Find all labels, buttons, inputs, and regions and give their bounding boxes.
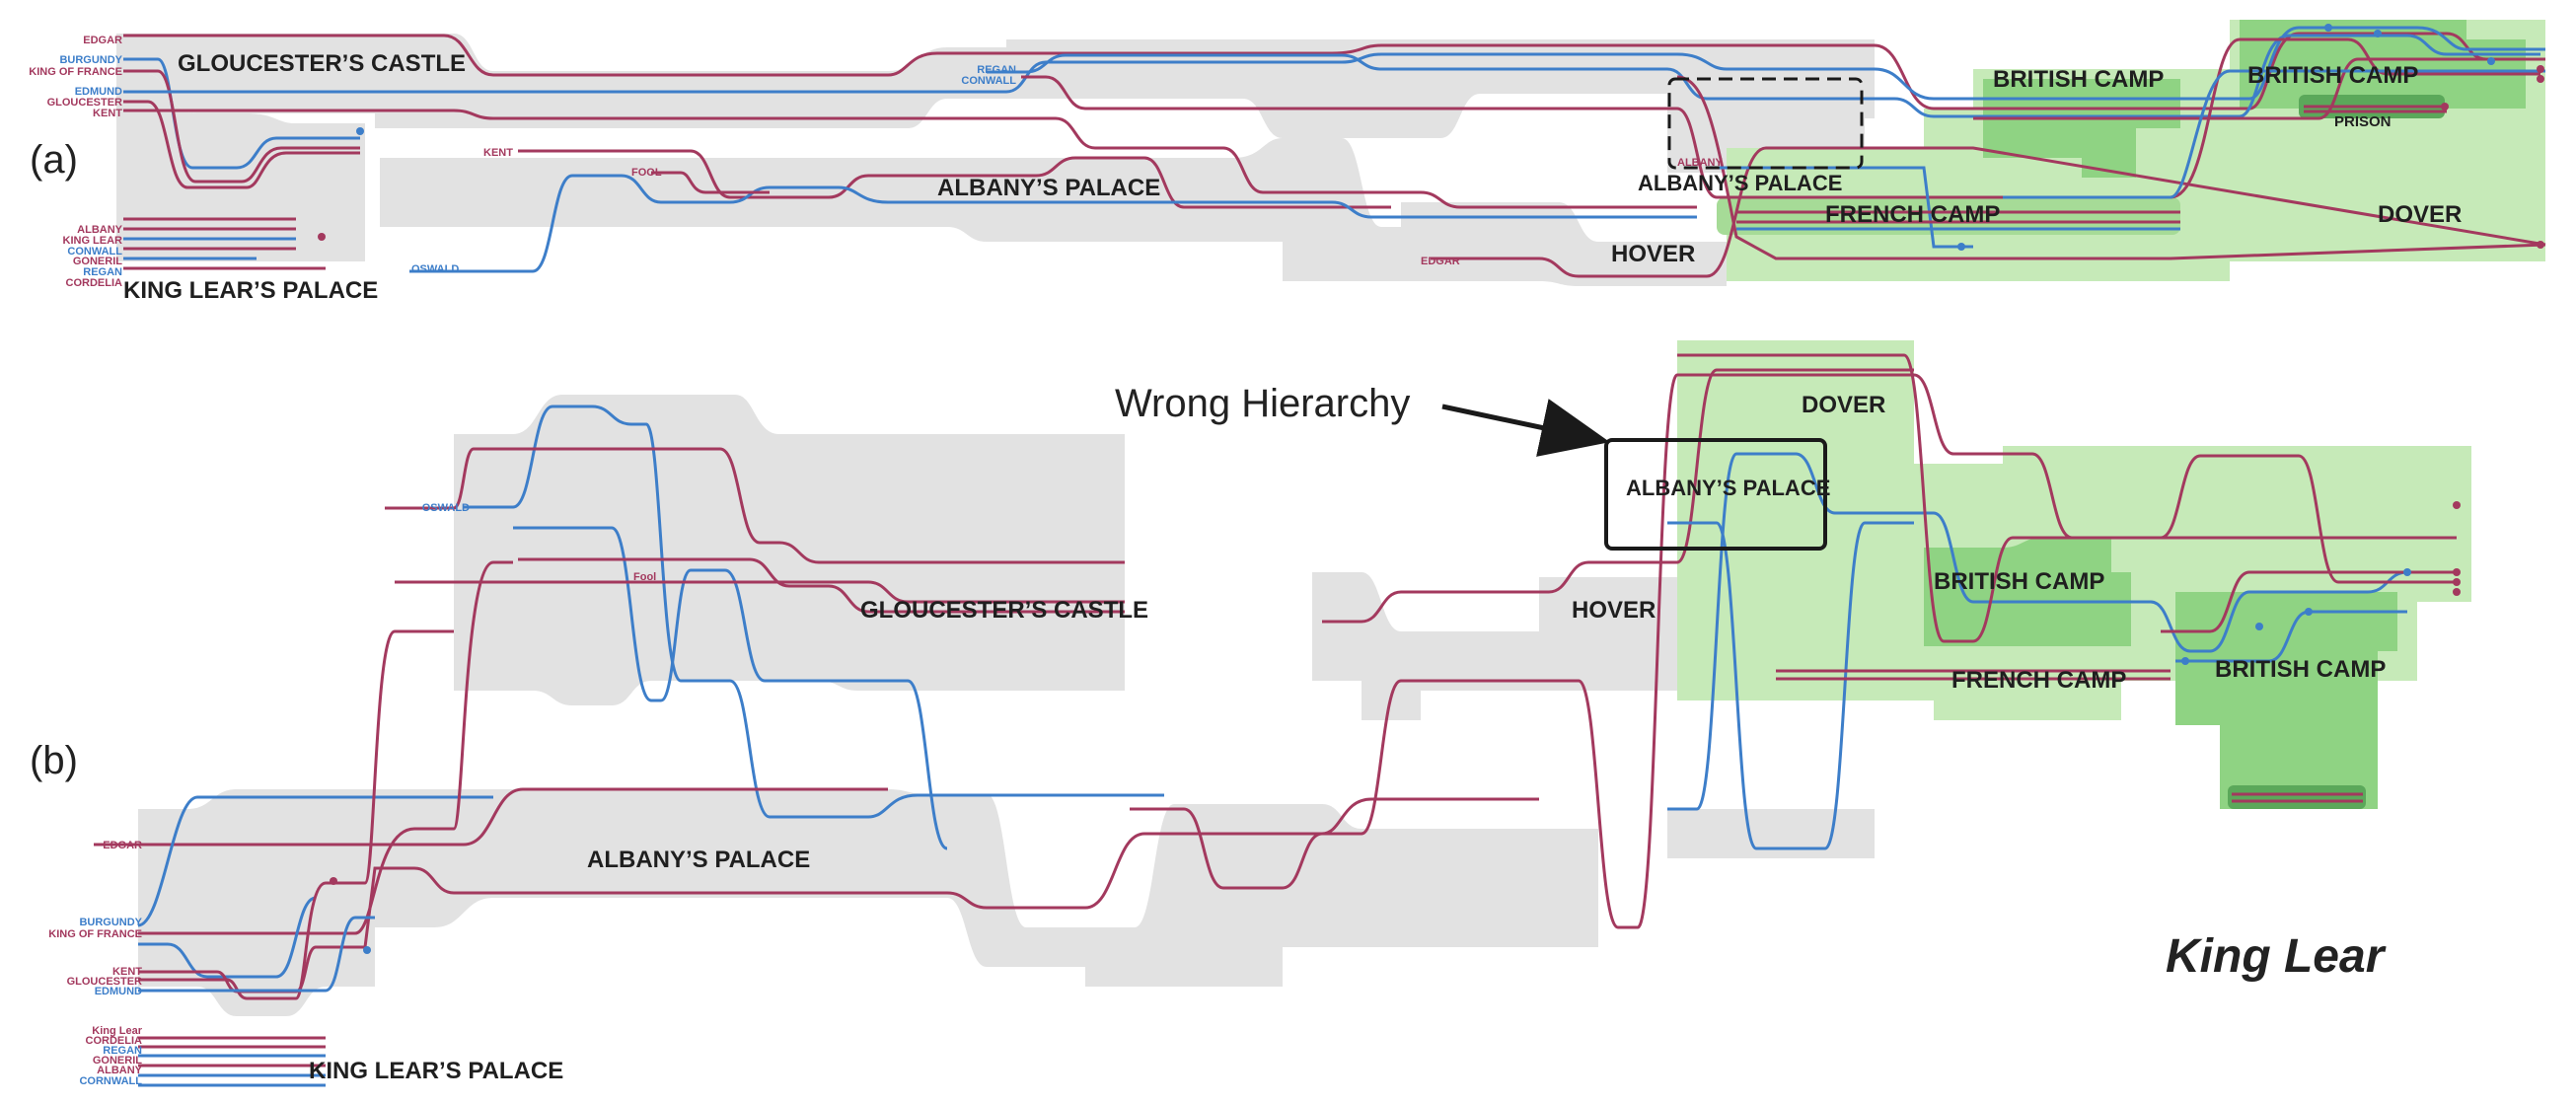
char-a-edmund: EDMUND [75, 86, 122, 98]
wrong-hierarchy-box [1604, 438, 1827, 551]
char-a-albany-mid: ALBANY [1677, 157, 1723, 169]
region-a-british2 [2240, 20, 2526, 109]
char-b-regan: REGAN [103, 1045, 142, 1057]
region-b-gloucester [454, 395, 1125, 705]
char-b-king-of-france: KING OF FRANCE [48, 928, 142, 940]
loc-b-kings-palace: KING LEAR’S PALACE [309, 1058, 563, 1084]
loc-a-gloucester: GLOUCESTER’S CASTLE [178, 50, 466, 77]
loc-b-gloucester: GLOUCESTER’S CASTLE [860, 597, 1148, 624]
char-a-albany: ALBANY [77, 224, 122, 236]
annotation-arrow [1441, 399, 1610, 457]
loc-a-british2: BRITISH CAMP [2247, 62, 2418, 89]
loc-b-albany2: ALBANY’S PALACE [1626, 476, 1830, 500]
char-b-king-lear: King Lear [92, 1025, 142, 1037]
char-a-kent: KENT [93, 108, 122, 119]
loc-b-french: FRENCH CAMP [1951, 667, 2126, 694]
loc-a-albany2: ALBANY’S PALACE [1638, 171, 1842, 195]
char-a-gloucester: GLOUCESTER [47, 97, 122, 109]
loc-a-dover: DOVER [2378, 201, 2462, 228]
loc-a-kings-palace: KING LEAR’S PALACE [123, 277, 378, 304]
loc-b-albany: ALBANY’S PALACE [587, 847, 810, 873]
region-b-hover [1312, 572, 1677, 720]
region-b-british1 [1924, 538, 2131, 646]
char-a-edgar: EDGAR [83, 35, 122, 46]
annotation-wrong-hierarchy: Wrong Hierarchy [1115, 382, 1410, 425]
char-a-king-of-france: KING OF FRANCE [29, 66, 122, 78]
loc-a-french: FRENCH CAMP [1825, 201, 2000, 228]
region-b-kings-palace [138, 888, 375, 1016]
char-a-regan: REGAN [83, 266, 122, 278]
char-a-burgundy: BURGUNDY [59, 54, 122, 66]
dashed-highlight-box [1667, 77, 1864, 170]
char-b-edmund: EDMUND [95, 986, 142, 997]
storylines-a [123, 26, 2546, 278]
endpoints-b [330, 501, 2461, 954]
loc-a-hover: HOVER [1611, 241, 1695, 267]
char-b-edgar: EDGAR [103, 840, 142, 851]
region-b-british2-inner [2228, 785, 2366, 809]
char-a-oswald-mid: OSWALD [411, 263, 459, 275]
loc-b-dover: DOVER [1802, 392, 1885, 418]
region-b-albany [138, 789, 1598, 987]
char-b-cordelia: CORDELIA [86, 1035, 143, 1047]
panel-b-label: (b) [30, 739, 78, 782]
char-a-goneril: GONERIL [73, 256, 122, 267]
char-b-burgundy: BURGUNDY [79, 917, 142, 928]
char-b-goneril: GONERIL [93, 1055, 142, 1067]
region-a-french [1717, 197, 2180, 235]
char-a-conwall-mid: CONWALL [961, 75, 1016, 87]
panel-a-label: (a) [30, 138, 78, 182]
endpoints-a [318, 24, 2544, 251]
loc-a-british1: BRITISH CAMP [1993, 66, 2164, 93]
char-b-gloucester: GLOUCESTER [67, 976, 142, 988]
storylines-b [94, 353, 2457, 1087]
panel-a: (a) GLOUCESTER’S CASTLE KING LEAR’S PALA… [29, 20, 2546, 304]
char-b-kent: KENT [112, 966, 142, 978]
char-b-cornwall: CORNWALL [79, 1075, 142, 1087]
region-a-albany [380, 138, 1401, 281]
char-a-conwall: CONWALL [67, 246, 122, 258]
char-a-cordelia: CORDELIA [66, 277, 123, 289]
char-a-king-lear: KING LEAR [63, 235, 123, 247]
region-b-albany-lower [1667, 809, 1875, 858]
region-a-gloucester [116, 34, 1875, 138]
loc-b-british2: BRITISH CAMP [2215, 656, 2386, 683]
panel-b: Wrong Hierarchy (b) GLOUCESTER’S CASTLE … [30, 340, 2471, 1087]
char-b-fool: Fool [633, 571, 656, 583]
region-a-hover [1401, 202, 1727, 286]
loc-a-prison: PRISON [2334, 113, 2392, 130]
region-a-british1 [1983, 79, 2180, 178]
char-a-regan-mid: REGAN [977, 64, 1016, 76]
char-b-oswald: OSWALD [422, 502, 470, 514]
char-b-albany: ALBANY [97, 1065, 142, 1076]
figure-title: King Lear [2166, 930, 2387, 983]
char-a-edgar-mid: EDGAR [1421, 256, 1460, 267]
loc-b-british1: BRITISH CAMP [1934, 568, 2104, 595]
loc-a-albany: ALBANY’S PALACE [937, 175, 1160, 201]
char-a-kent-mid: KENT [483, 147, 513, 159]
region-b-british2 [2175, 592, 2397, 809]
char-a-fool-mid: FOOL [631, 167, 662, 179]
loc-b-hover: HOVER [1572, 597, 1656, 624]
